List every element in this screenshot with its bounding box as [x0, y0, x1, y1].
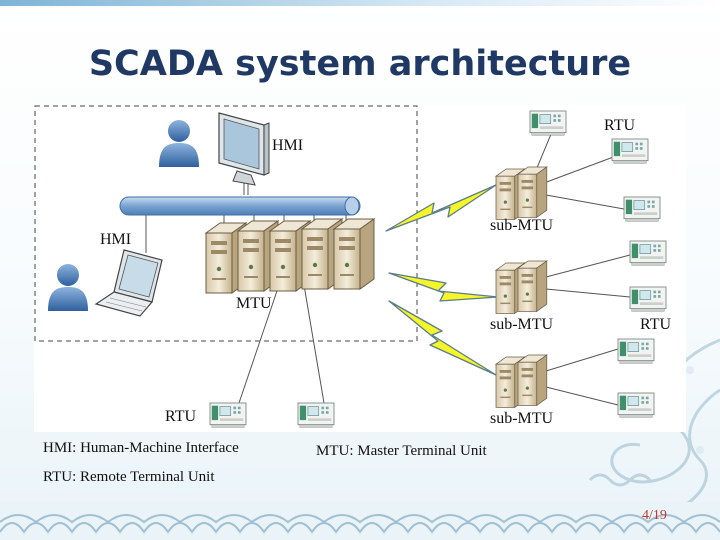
- label-sub-mtu-2: sub-MTU: [490, 316, 554, 333]
- label-rtu-bottom: RTU: [165, 408, 197, 425]
- label-sub-mtu-1: sub-MTU: [490, 217, 554, 234]
- mtu-server-cluster-icon: [205, 218, 375, 294]
- rtu-device-icon: [617, 392, 655, 418]
- slide-title: SCADA system architecture: [88, 44, 632, 84]
- wireless-link-2-icon: [388, 272, 499, 302]
- legend-rtu: RTU: Remote Terminal Unit: [43, 469, 215, 485]
- hmi-user-left-icon: [48, 264, 88, 311]
- sub-mtu-2-icon: [495, 260, 548, 314]
- scada-diagram: HMI HMI MTU sub-MTU sub-MTU sub-MTU RTU …: [34, 105, 686, 432]
- page-number: 4/19: [642, 508, 667, 523]
- label-hmi-left: HMI: [100, 231, 132, 248]
- scada-diagram-graphic: [34, 105, 667, 428]
- legend-hmi: HMI: Human-Machine Interface: [43, 440, 239, 456]
- rtu-device-icon: [297, 402, 335, 428]
- label-sub-mtu-3: sub-MTU: [490, 410, 554, 427]
- hmi-user-top-icon: [159, 120, 199, 167]
- hmi-laptop-icon: [94, 249, 163, 317]
- label-mtu: MTU: [236, 295, 272, 312]
- label-rtu-top: RTU: [604, 117, 636, 134]
- rtu-device-icon: [629, 286, 667, 312]
- legend-mtu: MTU: Master Terminal Unit: [316, 443, 487, 459]
- rtu-device-icon: [611, 138, 649, 164]
- rtu-device-icon: [209, 402, 247, 428]
- control-center-boundary: [34, 105, 418, 342]
- label-hmi-top: HMI: [272, 137, 304, 154]
- rtu-device-icon: [623, 196, 661, 222]
- sub-mtu-1-icon: [495, 166, 548, 220]
- rtu-device-icon: [529, 110, 567, 136]
- hmi-workstation-monitor-icon: [218, 112, 270, 186]
- network-bus-icon: [119, 196, 361, 216]
- wireless-link-3-icon: [388, 300, 497, 376]
- rtu-device-icon: [629, 240, 667, 266]
- wireless-link-1-icon: [385, 184, 497, 232]
- label-rtu-mid: RTU: [640, 316, 672, 333]
- wave-border-decoration: [0, 502, 720, 540]
- rtu-device-icon: [617, 338, 655, 364]
- top-accent-bar: [0, 0, 720, 6]
- sub-mtu-3-icon: [495, 354, 548, 408]
